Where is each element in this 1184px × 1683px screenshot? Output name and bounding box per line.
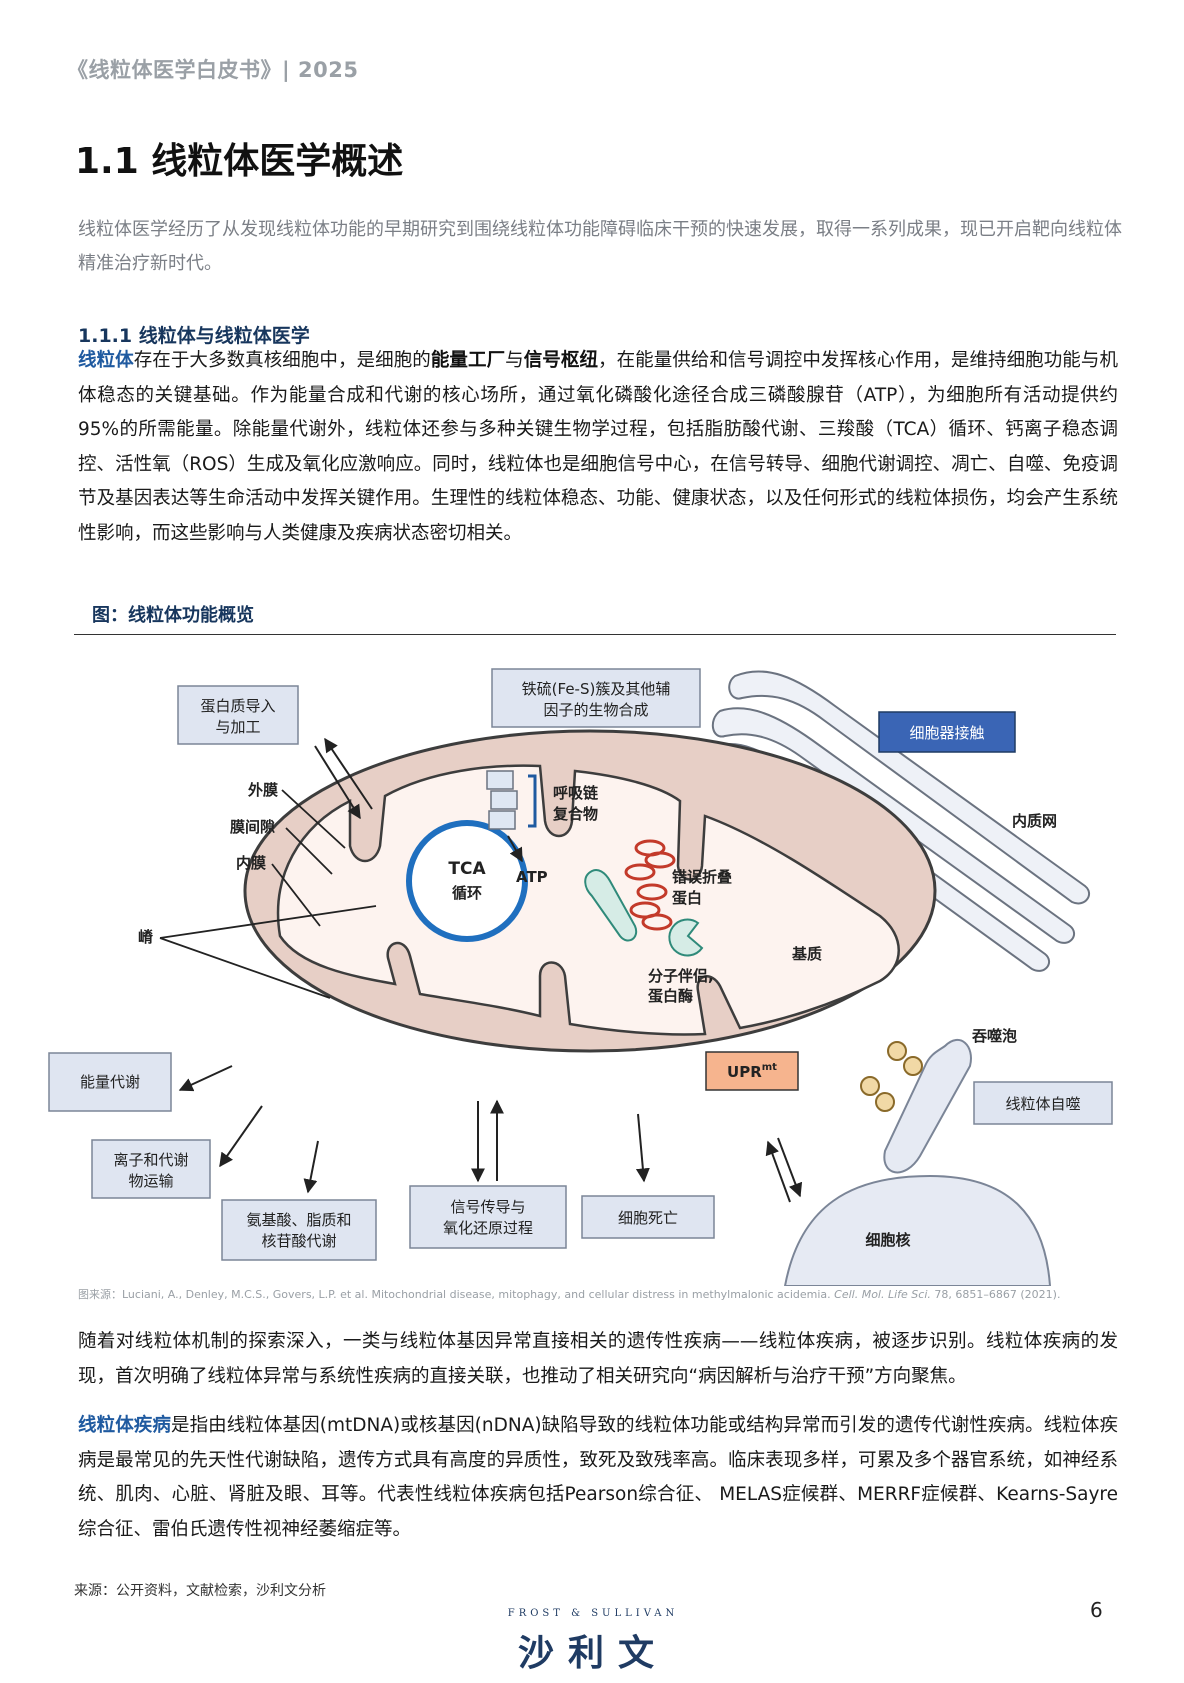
phagophore-label: 吞噬泡 bbox=[971, 1027, 1017, 1045]
cristae-label: 嵴 bbox=[138, 928, 154, 946]
fes-label-1: 铁硫(Fe-S)簇及其他辅 bbox=[522, 680, 671, 698]
organelle-contact-label: 细胞器接触 bbox=[909, 724, 984, 742]
figure-source: 图来源：Luciani, A., Denley, M.C.S., Govers,… bbox=[78, 1288, 1061, 1301]
fes-cluster-box: 铁硫(Fe-S)簇及其他辅 因子的生物合成 bbox=[491, 668, 701, 728]
term-mitochondria: 线粒体 bbox=[78, 350, 134, 371]
atp-label: ATP bbox=[516, 868, 548, 886]
cristae-pointer-2 bbox=[159, 937, 331, 999]
tca-cycle-ring bbox=[406, 820, 528, 942]
atp-arrow bbox=[507, 835, 523, 863]
fes-label-2: 因子的生物合成 bbox=[543, 701, 648, 719]
subsection-title: 1.1.1 线粒体与线粒体医学 bbox=[78, 325, 310, 347]
logo-subtitle: FROST & SULLIVAN bbox=[507, 1608, 679, 1619]
tca-label-2: 循环 bbox=[452, 884, 482, 902]
organelle-contact-box: 细胞器接触 bbox=[878, 711, 1016, 753]
protein-import-box: 蛋白质导入 与加工 bbox=[177, 685, 299, 745]
resp-chain-label-2: 复合物 bbox=[552, 805, 598, 823]
section-title: 1.1 线粒体医学概述 bbox=[75, 141, 404, 182]
page-number: 6 bbox=[1090, 1598, 1103, 1622]
upr-label: UPRmt bbox=[727, 1062, 777, 1081]
amino-arrow bbox=[303, 1140, 319, 1194]
mitophagy-label: 线粒体自噬 bbox=[1005, 1095, 1080, 1113]
cell-death-arrow bbox=[635, 1113, 650, 1183]
cell-death-label: 细胞死亡 bbox=[618, 1209, 678, 1227]
chaperone-label-1: 分子伴侣, bbox=[648, 967, 714, 985]
document-header: 《线粒体医学白皮书》| 2025 bbox=[67, 58, 359, 82]
para1-text3: ，在能量供给和信号调控中发挥核心作用，是维持细胞功能与机体稳态的关键基础。作为能… bbox=[78, 350, 1118, 544]
intro-text: 线粒体医学经历了从发现线粒体功能的早期研究到围绕线粒体功能障碍临床干预的快速发展… bbox=[78, 219, 1122, 274]
mito-disease-intro-paragraph: 随着对线粒体机制的探索深入，一类与线粒体基因异常直接相关的遗传性疾病——线粒体疾… bbox=[78, 1331, 1118, 1387]
protease-icon bbox=[668, 918, 704, 957]
phagophore-shape bbox=[883, 1038, 972, 1174]
figure-title: 图：线粒体功能概览 bbox=[92, 605, 254, 626]
intermembrane-pointer bbox=[285, 827, 333, 875]
er-label: 内质网 bbox=[1012, 812, 1057, 830]
mitochondria-function-diagram: TCA 循环 ATP 呼吸链 复合物 错误折叠 蛋白 分子伴侣, 蛋白酶 基质 … bbox=[48, 668, 1113, 1286]
chaperone-label-2: 蛋白酶 bbox=[648, 987, 693, 1005]
ion-transport-label-2: 物运输 bbox=[128, 1172, 173, 1190]
ion-transport-label-1: 离子和代谢 bbox=[113, 1151, 188, 1169]
term-energy-factory: 能量工厂 bbox=[430, 350, 506, 371]
outer-membrane-label: 外膜 bbox=[247, 781, 278, 799]
amino-label-1: 氨基酸、脂质和 bbox=[246, 1211, 351, 1229]
cristae-pointer-1 bbox=[159, 905, 377, 939]
mito-disease-definition-paragraph: 线粒体疾病是指由线粒体基因(mtDNA)或核基因(nDNA)缺陷导致的线粒体功能… bbox=[78, 1409, 1118, 1547]
figure-title-rule bbox=[74, 634, 1116, 635]
resp-chain-label-1: 呼吸链 bbox=[553, 784, 599, 802]
matrix-label: 基质 bbox=[791, 945, 822, 963]
signal-label-2: 氧化还原过程 bbox=[443, 1219, 533, 1237]
misfolded-label-1: 错误折叠 bbox=[672, 868, 732, 886]
misfolded-protein-icon bbox=[624, 839, 676, 931]
mitochondria-paragraph: 线粒体存在于大多数真核细胞中，是细胞的能量工厂与信号枢纽，在能量供给和信号调控中… bbox=[78, 344, 1118, 551]
protein-import-arrow-in bbox=[324, 737, 373, 810]
nucleus-arrow-in bbox=[765, 1140, 791, 1203]
inner-membrane-label: 内膜 bbox=[236, 854, 266, 872]
upr-box bbox=[705, 1051, 799, 1091]
signal-label-1: 信号传导与 bbox=[450, 1198, 525, 1216]
energy-arrow bbox=[178, 1065, 233, 1092]
mitophagy-box: 线粒体自噬 bbox=[973, 1081, 1113, 1125]
nucleus-arrow-out bbox=[777, 1137, 803, 1198]
para1-text1: 存在于大多数真核细胞中，是细胞的 bbox=[133, 350, 431, 371]
protein-import-label-2: 与加工 bbox=[215, 718, 260, 736]
energy-metabolism-box: 能量代谢 bbox=[48, 1052, 172, 1112]
para3-text: 是指由线粒体基因(mtDNA)或核基因(nDNA)缺陷导致的线粒体功能或结构异常… bbox=[78, 1415, 1118, 1540]
signaling-box: 信号传导与 氧化还原过程 bbox=[409, 1185, 567, 1249]
source-footnote: 来源：公开资料，文献检索，沙利文分析 bbox=[74, 1583, 326, 1599]
para1-text2: 与 bbox=[505, 350, 524, 371]
ion-transport-arrow bbox=[219, 1105, 263, 1168]
term-signal-hub: 信号枢纽 bbox=[523, 350, 599, 371]
phagophore-vesicles bbox=[860, 1041, 923, 1112]
nucleus-shape bbox=[783, 1174, 1052, 1286]
amino-label-2: 核苷酸代谢 bbox=[261, 1232, 336, 1250]
resp-chain-bracket bbox=[528, 774, 537, 828]
cell-death-box: 细胞死亡 bbox=[581, 1195, 715, 1239]
term-mito-disease: 线粒体疾病 bbox=[78, 1415, 171, 1436]
nucleus-label: 细胞核 bbox=[865, 1231, 910, 1249]
tca-label-1: TCA bbox=[448, 859, 486, 879]
misfolded-label-2: 蛋白 bbox=[672, 889, 702, 907]
chaperone-icon bbox=[584, 869, 638, 942]
outer-membrane-pointer bbox=[281, 789, 346, 849]
respiratory-chain-complex bbox=[486, 770, 518, 830]
protein-import-label-1: 蛋白质导入 bbox=[200, 697, 275, 715]
frost-sullivan-logo: 沙利文 bbox=[517, 1633, 668, 1674]
ion-transport-box: 离子和代谢 物运输 bbox=[91, 1139, 211, 1199]
energy-metabolism-label: 能量代谢 bbox=[80, 1073, 140, 1091]
intermembrane-label: 膜间隙 bbox=[230, 818, 275, 836]
protein-import-arrow-out bbox=[314, 745, 361, 820]
amino-acid-box: 氨基酸、脂质和 核苷酸代谢 bbox=[221, 1199, 377, 1261]
